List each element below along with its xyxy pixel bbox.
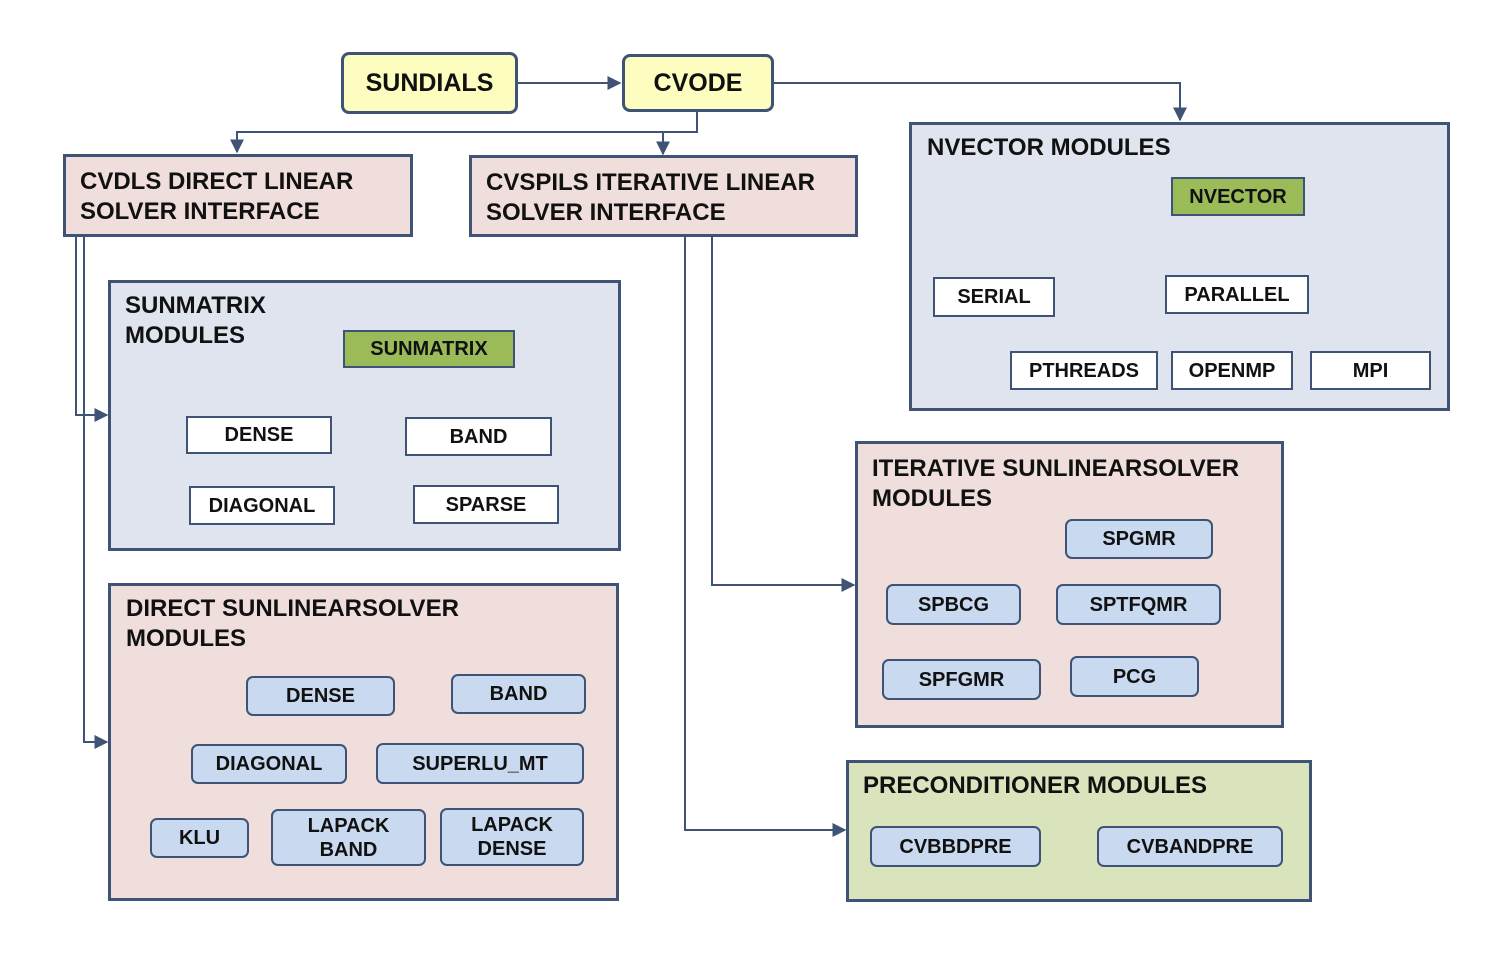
sundials-node: SUNDIALS — [341, 52, 518, 114]
edge-cvspils-iterative — [711, 236, 856, 592]
iterative-spbcg-node: SPBCG — [886, 584, 1021, 625]
sunmatrix-band-node: BAND — [405, 417, 552, 456]
edge-cvode-cvdls — [230, 112, 698, 154]
iterative-sunlinearsolver-title: ITERATIVE SUNLINEARSOLVER MODULES — [872, 455, 1240, 512]
edge-cvdls-sunmatrix — [75, 236, 109, 422]
precond-cvbbdpre-node: CVBBDPRE — [870, 826, 1041, 867]
cvode-node: CVODE — [622, 54, 774, 112]
nvector-node: NVECTOR — [1171, 177, 1305, 216]
serial-node: SERIAL — [933, 277, 1055, 317]
sunmatrix-modules-title: SUNMATRIX MODULES — [125, 292, 266, 349]
direct-superlu-mt-node: SUPERLU_MT — [376, 743, 584, 784]
parallel-node: PARALLEL — [1165, 275, 1309, 314]
direct-sunlinearsolver-title: DIRECT SUNLINEARSOLVER MODULES — [126, 595, 459, 652]
sunmatrix-dense-node: DENSE — [186, 416, 332, 454]
openmp-node: OPENMP — [1171, 351, 1293, 390]
sunmatrix-diagonal-node: DIAGONAL — [189, 486, 335, 525]
iterative-spgmr-node: SPGMR — [1065, 519, 1213, 559]
direct-lapack-dense-node: LAPACK DENSE — [440, 808, 584, 866]
edge-cvspils-precond — [684, 236, 847, 837]
cvspils-interface-label: CVSPILS ITERATIVE LINEAR SOLVER INTERFAC… — [486, 169, 815, 226]
edge-cvdls-direct — [83, 236, 109, 749]
nvector-modules-title: NVECTOR MODULES — [927, 134, 1171, 161]
mpi-node: MPI — [1310, 351, 1431, 390]
preconditioner-modules-title: PRECONDITIONER MODULES — [863, 772, 1208, 799]
pthreads-node: PTHREADS — [1010, 351, 1158, 390]
iterative-spfgmr-node: SPFGMR — [882, 659, 1041, 700]
sunmatrix-node: SUNMATRIX — [343, 330, 515, 368]
direct-band-node: BAND — [451, 674, 586, 714]
cvspils-interface-box: CVSPILS ITERATIVE LINEAR SOLVER INTERFAC… — [469, 155, 858, 237]
precond-cvbandpre-node: CVBANDPRE — [1097, 826, 1283, 867]
iterative-pcg-node: PCG — [1070, 656, 1199, 697]
iterative-sptfqmr-node: SPTFQMR — [1056, 584, 1221, 625]
direct-klu-node: KLU — [150, 818, 249, 858]
cvdls-interface-label: CVDLS DIRECT LINEAR SOLVER INTERFACE — [80, 168, 354, 225]
sunmatrix-sparse-node: SPARSE — [413, 485, 559, 524]
direct-dense-node: DENSE — [246, 676, 395, 716]
cvdls-interface-box: CVDLS DIRECT LINEAR SOLVER INTERFACE — [63, 154, 413, 237]
direct-lapack-band-node: LAPACK BAND — [271, 809, 426, 866]
direct-diagonal-node: DIAGONAL — [191, 744, 347, 784]
edge-cvode-nvector — [774, 82, 1187, 122]
